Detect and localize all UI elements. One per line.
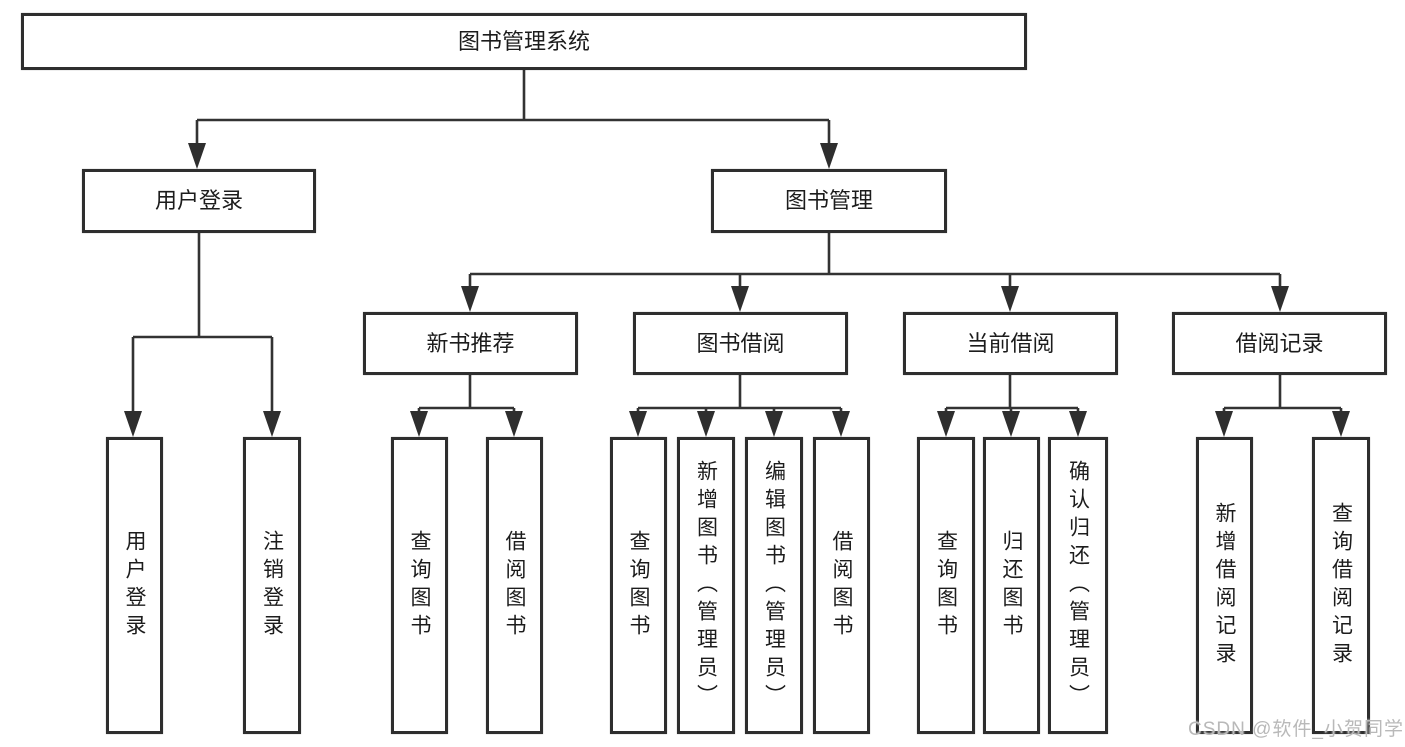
- leaf-add-book-admin: 新增图书（管理员）: [677, 437, 735, 734]
- connector-root-to-level2: [195, 70, 831, 148]
- leaf-query-borrow-record: 查询借阅记录: [1312, 437, 1370, 734]
- leaf-query-books-1: 查询图书: [391, 437, 448, 734]
- connector-newbookrec-to-leaves: [417, 375, 516, 418]
- leaf-query-books-2: 查询图书: [610, 437, 667, 734]
- leaf-edit-book-admin: 编辑图书（管理员）: [745, 437, 803, 734]
- node-new-book-recommend: 新书推荐: [363, 312, 578, 375]
- leaf-confirm-return-admin: 确认归还（管理员）: [1048, 437, 1108, 734]
- connector-borrowrecords-to-leaves: [1222, 375, 1343, 418]
- connector-bookmgmt-to-level3: [468, 233, 1282, 293]
- connector-bookborrow-to-leaves: [636, 375, 843, 418]
- node-book-borrow: 图书借阅: [633, 312, 848, 375]
- node-current-borrow: 当前借阅: [903, 312, 1118, 375]
- leaf-borrow-books-2: 借阅图书: [813, 437, 870, 734]
- node-user-login: 用户登录: [82, 169, 316, 233]
- node-root-system: 图书管理系统: [21, 13, 1027, 70]
- leaf-return-book: 归还图书: [983, 437, 1040, 734]
- node-borrow-records: 借阅记录: [1172, 312, 1387, 375]
- connector-userlogin-to-leaves: [131, 233, 274, 418]
- leaf-query-books-3: 查询图书: [917, 437, 975, 734]
- csdn-watermark: CSDN @软件_小贺同学: [1188, 719, 1404, 740]
- leaf-user-login: 用户登录: [106, 437, 163, 734]
- leaf-add-borrow-record: 新增借阅记录: [1196, 437, 1253, 734]
- leaf-logout: 注销登录: [243, 437, 301, 734]
- arrowheads: [124, 143, 1350, 437]
- node-book-management: 图书管理: [711, 169, 947, 233]
- leaf-borrow-books-1: 借阅图书: [486, 437, 543, 734]
